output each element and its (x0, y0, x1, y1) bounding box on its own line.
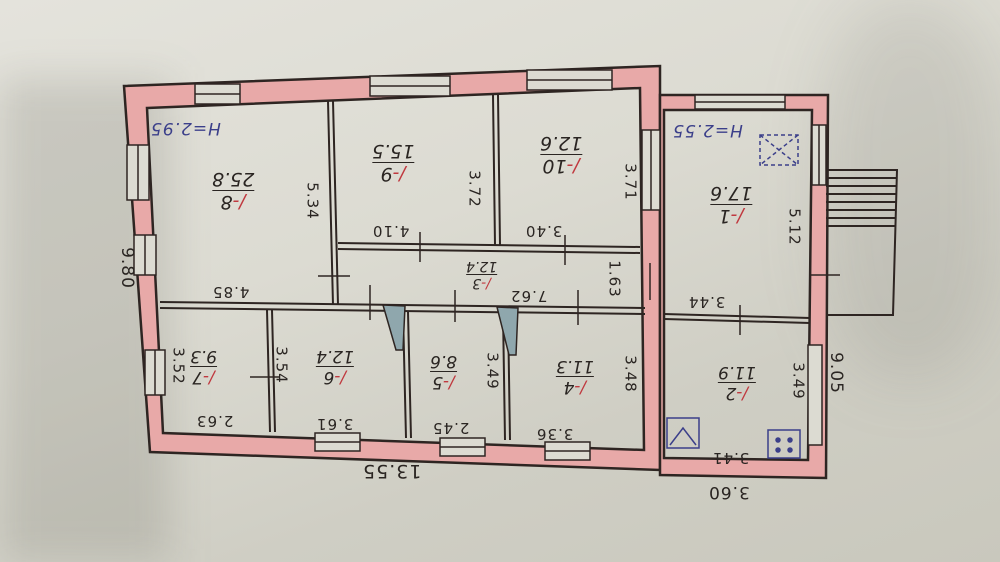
dim-r10-height: 3.71 (621, 163, 640, 201)
dim-overall-bottom: 13.55 (362, 460, 422, 482)
annex-wall (658, 93, 830, 480)
sink-icon (666, 417, 700, 449)
dim-r7-width: 2.63 (196, 412, 234, 430)
dim-r8-height: 5.34 (303, 182, 322, 220)
dim-r7-height: 3.52 (169, 347, 188, 385)
dim-r6-width: 3.61 (316, 415, 354, 433)
dim-r2-height: 3.49 (789, 362, 808, 400)
dim-r10-width: 3.40 (525, 222, 563, 240)
dim-annex-bottom: 3.60 (708, 482, 750, 502)
dim-r9-width: 4.10 (372, 222, 410, 240)
ventilation-icon (759, 134, 799, 166)
dim-r9-height: 3.72 (465, 170, 484, 208)
dim-overall-left: 9.80 (116, 247, 137, 289)
photo-shadow (820, 0, 1000, 380)
dim-r4-height: 3.48 (621, 355, 640, 393)
dim-r3-height: 1.63 (605, 260, 624, 298)
dim-r1-height: 5.12 (785, 208, 804, 246)
dim-r1-width: 3.44 (688, 293, 726, 311)
stove-icon (767, 429, 801, 459)
interior-walls (159, 94, 811, 441)
dim-r4-width: 3.36 (536, 425, 574, 443)
dimension-ticks (250, 232, 840, 378)
dim-overall-right: 9.05 (825, 352, 846, 394)
window-lines (137, 79, 820, 452)
dim-r3-width: 7.62 (510, 287, 548, 305)
dim-r6-height: 3.54 (272, 346, 291, 384)
dim-r8-width: 4.85 (212, 283, 250, 301)
entrance-stairs (826, 169, 899, 316)
dim-r2-width: 3.41 (712, 449, 750, 467)
dim-r5-height: 3.49 (483, 352, 502, 390)
ceiling-height-annex: H=2.55 (672, 120, 743, 140)
doors (381, 304, 519, 356)
dim-r5-width: 2.45 (432, 419, 470, 437)
ceiling-height-main: H=2.95 (150, 118, 221, 138)
